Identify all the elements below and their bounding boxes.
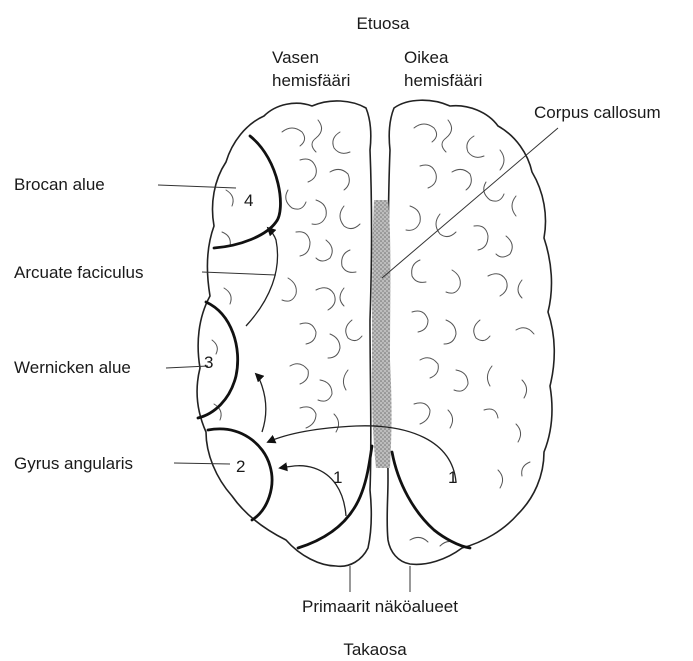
angular-gyrus-label: Gyrus angularis — [14, 454, 133, 473]
corpus-callosum-leader — [382, 128, 558, 278]
front-label: Etuosa — [357, 14, 410, 33]
right-hemisphere-label-line1: Oikea — [404, 48, 449, 67]
right-hemisphere-outline — [387, 100, 554, 564]
left-hemisphere-label-line2: hemisfääri — [272, 71, 350, 90]
arcuate-fasciculus-arrow — [246, 228, 278, 326]
angular-gyrus-number: 2 — [236, 457, 245, 476]
right-visual-area-number: 1 — [448, 468, 457, 487]
angular-leader — [174, 463, 230, 464]
wernicke-leader — [166, 366, 208, 368]
wernicke-area-label: Wernicken alue — [14, 358, 131, 377]
visual-right-to-angular-arrow — [268, 426, 456, 482]
right-visual-area-boundary — [392, 452, 470, 548]
right-hemisphere-label-line2: hemisfääri — [404, 71, 482, 90]
visual-areas-label: Primaarit näköalueet — [302, 597, 458, 616]
left-visual-area-number: 1 — [333, 468, 342, 487]
wernicke-area-number: 3 — [204, 353, 213, 372]
corpus-callosum-label: Corpus callosum — [534, 103, 661, 122]
back-label: Takaosa — [343, 640, 407, 659]
angular-to-wernicke-arrow — [256, 374, 266, 432]
arcuate-leader — [202, 272, 276, 275]
broca-area-number: 4 — [244, 191, 253, 210]
broca-area-label: Brocan alue — [14, 175, 105, 194]
arcuate-fasciculus-label: Arcuate faciculus — [14, 263, 143, 282]
broca-leader — [158, 185, 236, 188]
left-hemisphere-label-line1: Vasen — [272, 48, 319, 67]
left-visual-area-boundary — [298, 446, 372, 548]
left-hemisphere-outline — [197, 101, 371, 566]
